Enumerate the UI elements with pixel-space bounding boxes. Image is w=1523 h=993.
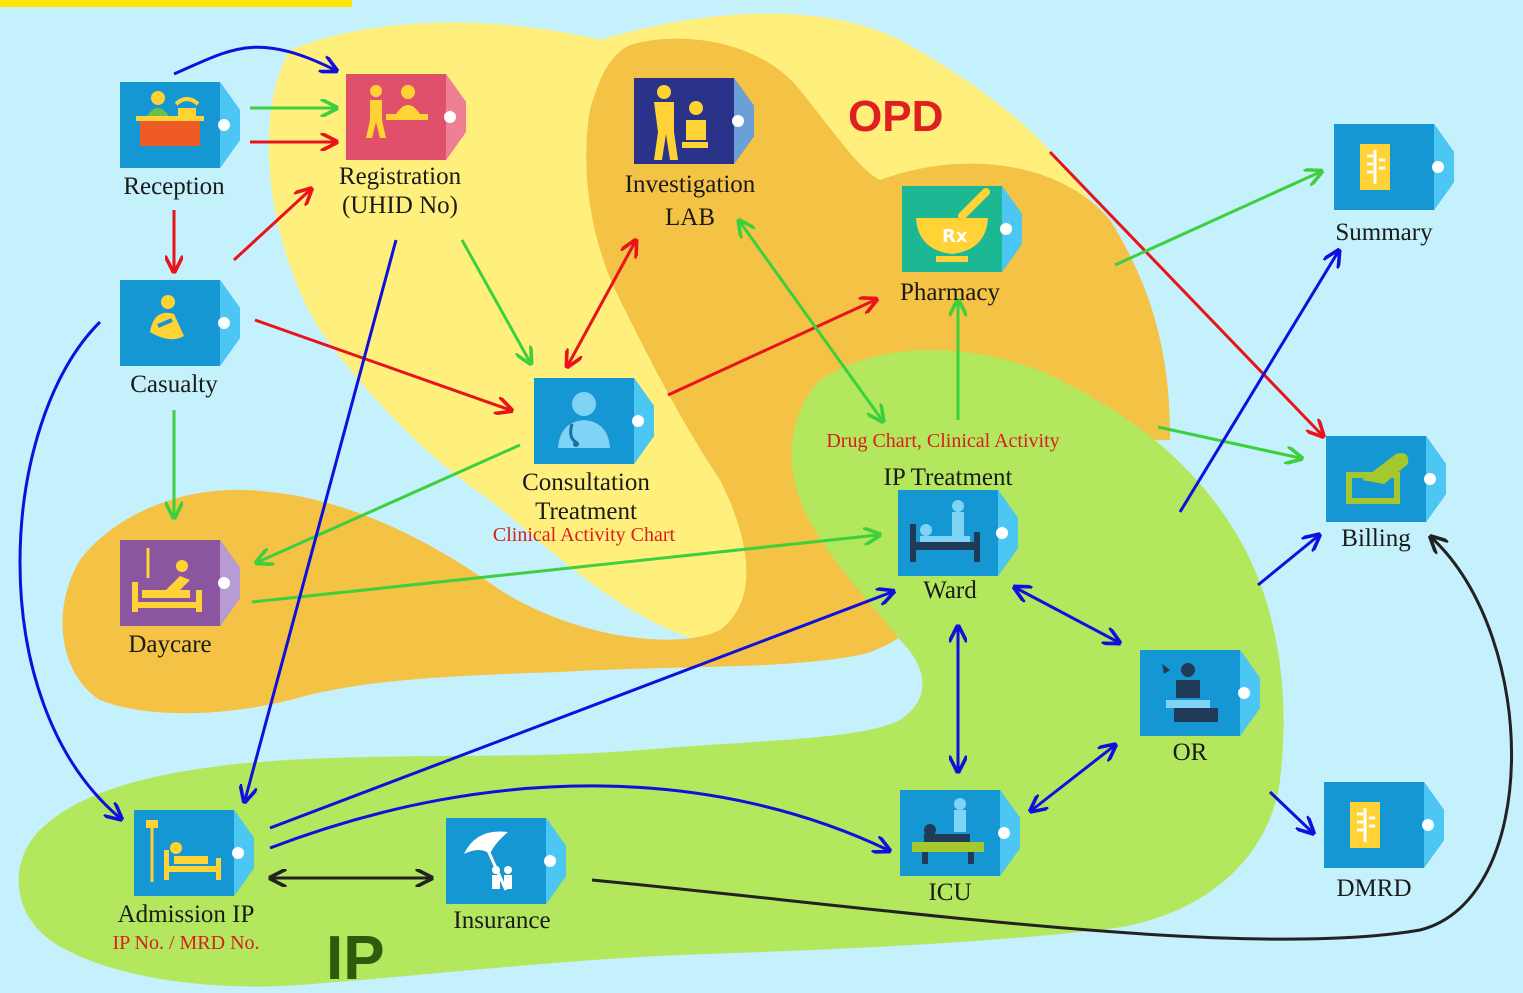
casualty-label: Casualty [130, 371, 218, 398]
arrow-ip-summary [1178, 252, 1338, 513]
daycare-label: Daycare [128, 631, 212, 658]
arrow-casualty-consultation [254, 318, 510, 410]
arrow-consultation-daycare [258, 443, 521, 562]
billing-label: Billing [1341, 525, 1411, 552]
icu-label: ICU [928, 879, 972, 906]
arrow-admission-icu [269, 784, 888, 850]
registration-label: Registration (UHID No) [310, 162, 490, 220]
investigation-lab: LAB [665, 204, 715, 231]
registration-title: Registration [338, 163, 462, 190]
arrow-registration-consultation [460, 239, 530, 362]
arrow-investigation-iptreatment [740, 222, 882, 420]
or-label: OR [1172, 739, 1208, 766]
ip-zone-title: IP [326, 924, 385, 993]
registration-icon [346, 74, 466, 160]
reception-desk-icon [120, 82, 240, 168]
registration-uhid: (UHID No) [342, 192, 458, 219]
registration-node[interactable] [346, 74, 466, 160]
dmrd-node[interactable] [1324, 782, 1444, 868]
opd-zone-title: OPD [848, 92, 944, 141]
insurance-label: Insurance [453, 907, 551, 934]
lab-doctor-icon [634, 78, 754, 164]
casualty-icon [120, 280, 240, 366]
icu-node[interactable] [900, 790, 1020, 876]
arrow-icu-or [1032, 746, 1114, 810]
summary-node[interactable] [1334, 124, 1454, 210]
arrow-consultation-pharmacy [667, 300, 875, 397]
consultation-treatment: Treatment [535, 498, 637, 525]
arrow-or-billing [1257, 536, 1318, 587]
svg-text:Rx: Rx [942, 226, 968, 247]
investigation-title: Investigation [624, 171, 756, 198]
ward-node[interactable] [898, 490, 1018, 576]
summary-label: Summary [1335, 219, 1433, 246]
doctor-icon [534, 378, 654, 464]
icu-patient-icon [900, 790, 1020, 876]
admission-ip-label: Admission IP [117, 901, 255, 928]
consultation-note: Clinical Activity Chart [492, 524, 676, 546]
admission-ip-note: IP No. / MRD No. [112, 932, 260, 954]
billing-node[interactable] [1326, 436, 1446, 522]
arrow-registration-admission [245, 239, 398, 800]
ward-bed-icon [898, 490, 1018, 576]
pharmacy-label: Pharmacy [900, 279, 1000, 306]
billing-card-icon [1326, 436, 1446, 522]
arrow-opd-billing [1048, 150, 1322, 435]
investigation-node[interactable] [634, 78, 754, 164]
consultation-title: Consultation [522, 469, 650, 496]
arrow-or-dmrd [1268, 790, 1312, 832]
dmrd-label: DMRD [1336, 875, 1412, 902]
pharmacy-node[interactable]: Rx [902, 186, 1022, 272]
insurance-node[interactable] [446, 818, 566, 904]
dmrd-document-icon [1324, 782, 1444, 868]
mortar-pestle-icon: Rx [902, 186, 1022, 272]
casualty-node[interactable] [120, 280, 240, 366]
summary-document-icon [1334, 124, 1454, 210]
daycare-node[interactable] [120, 540, 240, 626]
investigation-label: Investigation LAB [600, 170, 780, 232]
ward-label: Ward [923, 577, 977, 604]
reception-node[interactable] [120, 82, 240, 168]
admission-ip-node[interactable] [134, 810, 254, 896]
reception-label: Reception [123, 173, 225, 200]
arrow-ip-billing-green [1157, 425, 1300, 458]
ip-treatment-label: IP Treatment [883, 464, 1013, 491]
daycare-bed-icon [120, 540, 240, 626]
insurance-umbrella-icon [446, 818, 566, 904]
arrow-reception-registration-blue [173, 45, 335, 76]
arrow-ward-or [1016, 588, 1118, 642]
arrow-admission-ward [269, 592, 892, 830]
admission-bed-icon [134, 810, 254, 896]
arrow-insurance-billing [591, 538, 1513, 941]
consultation-label: Consultation Treatment [496, 468, 676, 526]
arrow-casualty-registration [232, 190, 310, 262]
ip-treatment-note: Drug Chart, Clinical Activity [826, 430, 1060, 452]
surgery-icon [1140, 650, 1260, 736]
top-accent-bar [0, 0, 352, 7]
arrow-consultation-investigation [568, 242, 635, 365]
arrow-daycare-ward [251, 535, 878, 604]
or-node[interactable] [1140, 650, 1260, 736]
arrow-pharmacy-summary [1114, 172, 1320, 267]
consultation-node[interactable] [534, 378, 654, 464]
arrow-casualty-admission [18, 320, 120, 818]
